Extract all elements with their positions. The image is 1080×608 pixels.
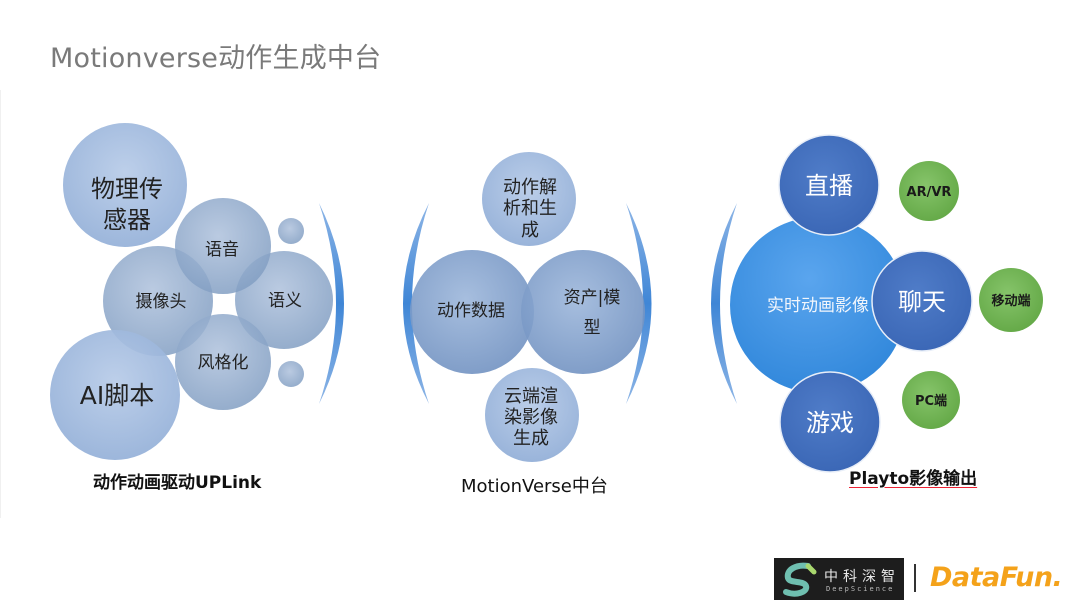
deepscience-en: DeepScience bbox=[826, 585, 895, 593]
live-label: 直播 bbox=[805, 172, 853, 200]
output-cluster: 实时动画影像 直播 聊天 游戏 AR/VR 移动端 PC端 bbox=[730, 134, 1043, 473]
semantic-label: 语义 bbox=[268, 291, 302, 311]
footer-logos: 中科深智 DeepScience DataFun. bbox=[770, 556, 1070, 602]
chat-node bbox=[871, 250, 973, 352]
datafun-logo: DataFun. bbox=[930, 562, 1063, 593]
ai-script-node bbox=[50, 330, 180, 460]
deepscience-cn: 中科深智 bbox=[824, 569, 900, 585]
arvr-node bbox=[899, 161, 959, 221]
uplink-caption: 动作动画驱动UPLink bbox=[93, 473, 262, 493]
voice-node bbox=[175, 198, 271, 294]
live-node bbox=[778, 134, 880, 236]
realtime-node bbox=[730, 217, 906, 393]
arc-right-bracket-2 bbox=[626, 203, 652, 404]
sensor-label-2: 感器 bbox=[103, 206, 151, 234]
arcs-group-2 bbox=[626, 203, 737, 404]
style-label: 风格化 bbox=[198, 353, 249, 373]
small-dot-top bbox=[278, 218, 304, 244]
arcs-group-1 bbox=[319, 203, 429, 404]
slide-title: Motionverse动作生成中台 bbox=[50, 43, 382, 74]
assets-node bbox=[521, 250, 645, 374]
cloud-render-label-3: 生成 bbox=[513, 428, 549, 449]
voice-label: 语音 bbox=[205, 240, 239, 260]
arc-left-bracket-1 bbox=[403, 203, 429, 404]
cloud-render-label-1: 云端渲 bbox=[504, 386, 558, 407]
sensor-label-1: 物理传 bbox=[91, 175, 163, 203]
uplink-cluster: 物理传 感器 语音 摄像头 语义 风格化 AI脚本 bbox=[50, 123, 333, 460]
deepscience-logo: 中科深智 DeepScience bbox=[774, 558, 904, 600]
parse-label-2: 析和生 bbox=[503, 198, 557, 219]
cloud-render-node bbox=[485, 368, 579, 462]
middle-cluster: 动作解 析和生 成 动作数据 资产|模 型 云端渲 染影像 生成 bbox=[410, 152, 645, 462]
small-dot-bottom bbox=[278, 361, 304, 387]
pc-node bbox=[902, 371, 960, 429]
arc-left-bracket-2 bbox=[711, 203, 737, 404]
motion-data-label: 动作数据 bbox=[437, 301, 505, 321]
cloud-render-label-2: 染影像 bbox=[504, 407, 558, 428]
realtime-label: 实时动画影像 bbox=[767, 296, 869, 316]
arvr-label: AR/VR bbox=[907, 185, 952, 200]
parse-node bbox=[482, 152, 576, 246]
parse-label-1: 动作解 bbox=[503, 177, 557, 198]
game-label: 游戏 bbox=[806, 409, 854, 437]
diagram-panel: 物理传 感器 语音 摄像头 语义 风格化 AI脚本 动作解 析和生 成 动作数据… bbox=[0, 90, 1080, 518]
mobile-label: 移动端 bbox=[991, 293, 1030, 309]
camera-label: 摄像头 bbox=[136, 292, 187, 312]
style-node bbox=[175, 314, 271, 410]
parse-label-3: 成 bbox=[521, 220, 539, 241]
middle-caption: MotionVerse中台 bbox=[461, 476, 608, 497]
arc-right-bracket-1 bbox=[319, 203, 344, 404]
logo-separator bbox=[914, 564, 916, 592]
assets-label-1: 资产|模 bbox=[564, 288, 621, 308]
chat-label: 聊天 bbox=[898, 288, 946, 316]
ai-script-label: AI脚本 bbox=[80, 381, 154, 410]
output-caption: Playto影像输出 bbox=[849, 469, 978, 489]
assets-label-2: 型 bbox=[584, 318, 601, 338]
deepscience-mark-icon bbox=[783, 562, 817, 597]
diagram-svg: 物理传 感器 语音 摄像头 语义 风格化 AI脚本 动作解 析和生 成 动作数据… bbox=[50, 123, 1043, 473]
game-node bbox=[779, 371, 881, 473]
motion-data-node bbox=[410, 250, 534, 374]
sensor-node bbox=[63, 123, 187, 247]
mobile-node bbox=[979, 268, 1043, 332]
pc-label: PC端 bbox=[915, 393, 947, 409]
